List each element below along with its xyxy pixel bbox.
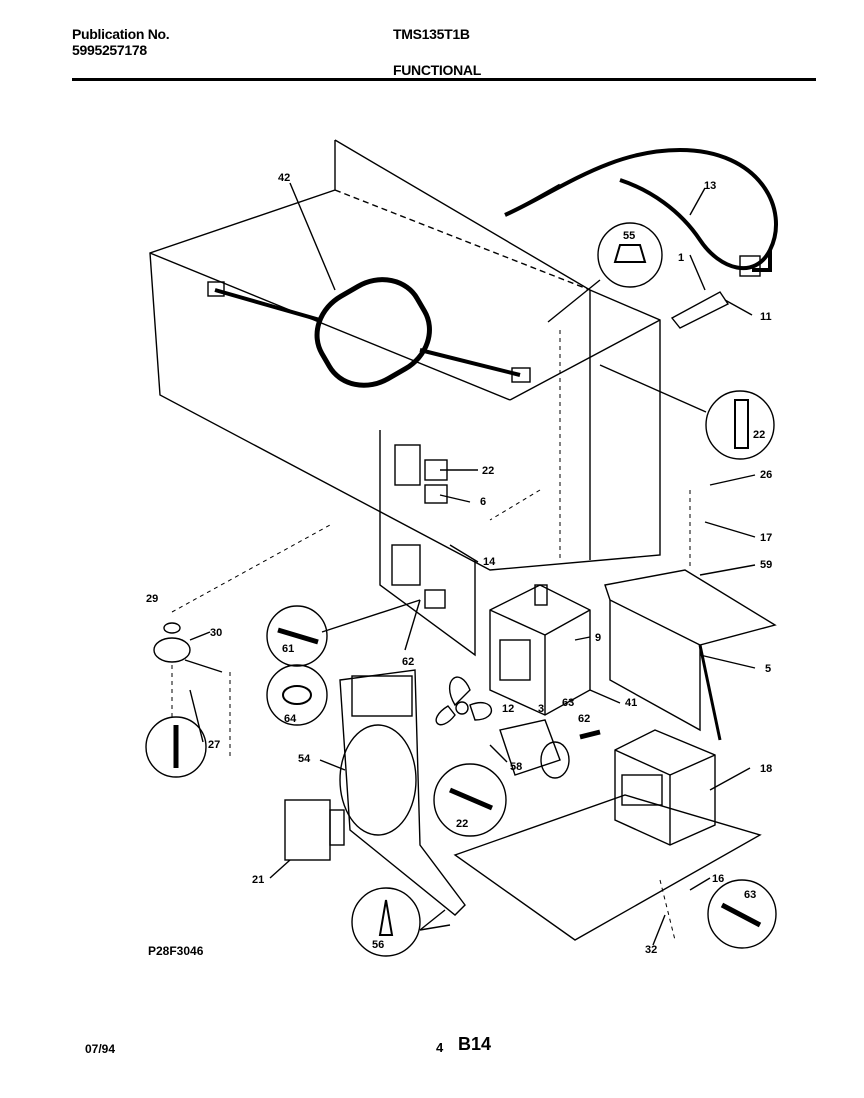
callout-41: 41 [625,697,637,709]
callout-3: 3 [538,703,544,715]
callout-5: 5 [765,663,771,675]
callout-27: 27 [208,739,220,751]
callout-6: 6 [480,496,486,508]
callout-22-mid: 22 [482,465,494,477]
detail-circle-56 [351,887,421,957]
callout-56: 56 [372,939,384,951]
heater-element-42 [207,277,531,388]
callout-22-top: 22 [753,429,765,441]
fan-bracket-54 [339,669,466,916]
callout-63-mid: 63 [562,697,574,709]
callout-13: 13 [704,180,716,192]
callout-58: 58 [510,761,522,773]
callout-62-bottom: 62 [578,713,590,725]
power-cord-13 [504,147,778,277]
callout-21: 21 [252,874,264,886]
fan-motor-12 [499,719,570,779]
callout-26: 26 [760,469,772,481]
callout-61: 61 [282,643,294,655]
callout-30: 30 [210,627,222,639]
base-plate [453,794,762,941]
detail-circle-22-bottom [433,763,507,837]
cabinet-housing [149,139,661,571]
callout-11: 11 [760,311,772,323]
callout-62-top: 62 [402,656,414,668]
thermal-cutout-30 [153,622,223,673]
strain-relief-11 [670,254,730,329]
callout-32: 32 [645,944,657,956]
publication-number: 5995257178 [72,42,147,58]
page-code: B14 [458,1034,492,1054]
publication-label: Publication No. [72,26,170,42]
callout-17: 17 [760,532,772,544]
callout-14: 14 [483,556,496,568]
footer-date: 07/94 [85,1042,116,1056]
timer-21 [284,799,345,861]
transformer-18 [614,729,716,846]
callout-18: 18 [760,763,772,775]
callout-1: 1 [678,252,684,264]
fan-blade-58 [435,676,493,726]
callout-16: 16 [712,873,724,885]
section-title: FUNCTIONAL [393,62,481,78]
header-rule [72,78,816,81]
detail-circle-61 [266,605,328,667]
detail-circle-63 [707,879,777,949]
callout-9: 9 [595,632,601,644]
detail-circle-55 [597,222,663,288]
detail-circle-64 [266,664,328,726]
callout-59: 59 [760,559,772,571]
latch-assembly-14 [379,430,476,657]
callout-12: 12 [502,703,514,715]
callout-55: 55 [623,230,635,242]
callout-64: 64 [284,713,297,725]
page-number: 4 [436,1040,444,1055]
callout-22-bottom: 22 [456,818,468,830]
callout-54: 54 [298,753,311,765]
detail-circle-22-top [705,390,775,460]
model-number: TMS135T1B [393,26,470,42]
callout-63-bottom: 63 [744,889,756,901]
detail-circle-27 [145,716,207,778]
magnetron-9 [489,584,591,716]
air-guide-59 [604,569,777,741]
callout-29: 29 [146,593,158,605]
callout-42: 42 [278,172,290,184]
diagram-code: P28F3046 [148,944,204,958]
